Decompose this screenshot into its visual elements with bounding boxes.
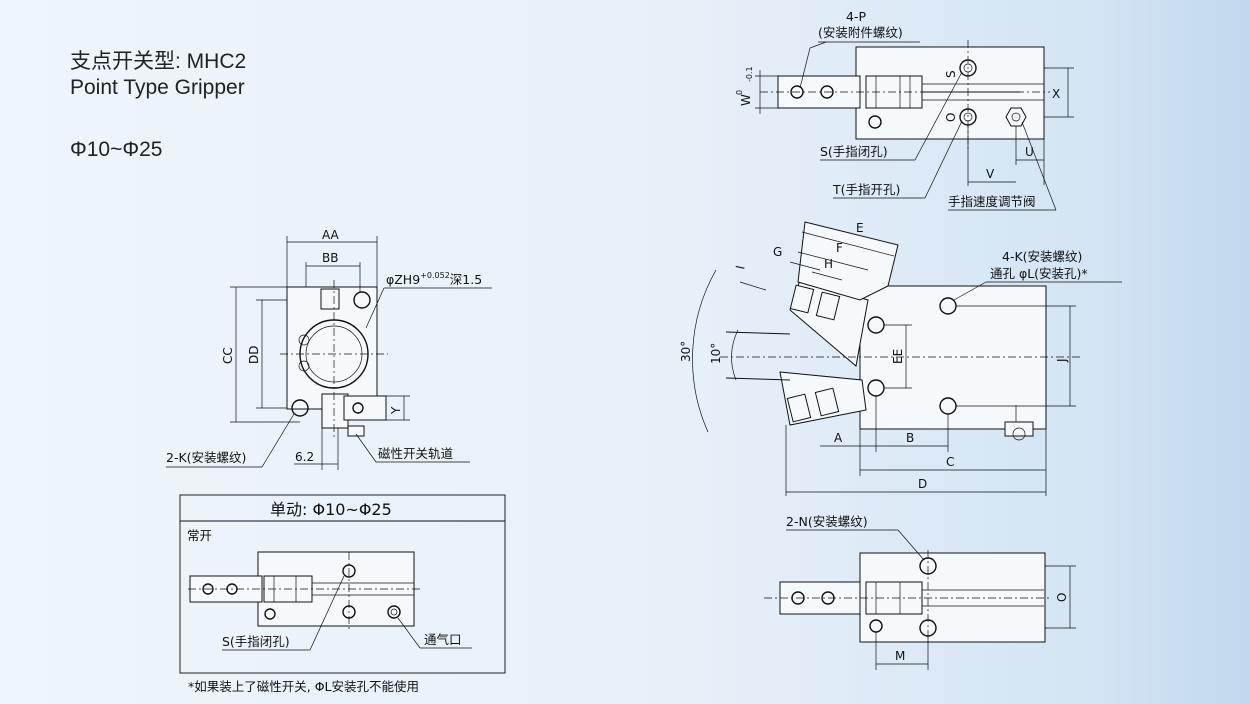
speed-valve-icon [1005,107,1027,127]
zh9-depth: 深1.5 [450,272,482,287]
single-acting-box: 单动: Φ10~Φ25 常开 S(手指闭孔) 通气口 *如果装上了磁性开关, Φ… [179,494,506,694]
label-vent: 通气口 [424,632,462,647]
dim-u: U [1025,145,1034,159]
label-4p: 4-P [846,9,866,24]
zh9-hole [353,291,371,309]
dim-m: M [895,649,905,663]
angle-10: 10° [709,343,723,364]
label-2n: 2-N(安装螺纹) [786,514,868,529]
dim-e: E [856,221,864,235]
label-through-hole: 通孔 φL(安装孔)* [990,266,1088,281]
vent-port [387,605,401,619]
angle-30: 30° [679,341,693,362]
single-acting-frame [179,494,506,674]
dim-j: J [1055,358,1069,363]
dim-d: D [918,477,927,491]
side-view-body [859,285,1047,430]
dim-f: F [836,241,843,255]
dim-bb: BB [322,251,338,265]
product-title: 支点开关型: MHC2 [70,50,247,73]
zh9-callout: φZH9+0.052深1.5 [386,271,482,287]
mount-hole [868,115,882,129]
dim-6-2: 6.2 [295,450,314,464]
product-subtitle: Point Type Gripper [70,76,245,99]
label-4k: 4-K(安装螺纹) [1002,249,1082,264]
dim-c: C [946,455,954,469]
dim-ee: EE [891,349,905,364]
dim-dd: DD [247,346,261,364]
top-view: W 0 -0.1 S O X U V 4-P (安装附件螺纹) S(手指闭孔) … [735,9,1074,211]
label-t-open: T(手指开孔) [832,182,900,197]
label-switch-rail: 磁性开关轨道 [378,446,454,461]
dim-o: O [944,113,958,122]
dim-cc: CC [221,347,235,364]
2n-mount-hole [919,557,937,575]
dim-h: H [824,257,833,271]
dim-aa: AA [322,228,340,242]
dim-w-tol-upper: 0 [735,90,744,95]
zh9-prefix: φZH9 [386,272,420,287]
dim-o-bottom: O [1055,593,1069,602]
dim-v: V [986,167,995,181]
label-s-close: S(手指闭孔) [820,144,888,159]
footnote: *如果装上了磁性开关, ΦL安装孔不能使用 [188,679,419,694]
label-speed-valve: 手指速度调节阀 [948,194,1036,209]
dim-w-tol-lower: -0.1 [745,66,754,82]
upper-finger-outline [797,221,899,301]
single-acting-title: 单动: Φ10~Φ25 [270,500,392,519]
dim-a: A [834,431,843,445]
dim-g: G [773,245,782,259]
dim-s: S [944,70,958,78]
dim-w: W [739,94,753,106]
bottom-view: 2-N(安装螺纹) O M [764,514,1076,670]
single-acting-mode: 常开 [187,528,212,543]
dim-x: X [1052,87,1060,101]
dim-y: Y [389,406,403,415]
label-4p-note: (安装附件螺纹) [818,25,903,40]
dim-i: I [733,264,747,270]
size-range: Φ10~Φ25 [70,138,163,161]
side-view: 30° 10° E F G H I EE J A B C D [679,221,1122,496]
single-label-s-close: S(手指闭孔) [222,634,290,649]
end-view: AA BB CC DD Y 6.2 φZH9+0.052深1.5 2-K(安装螺… [166,228,492,470]
2k-mount-hole [291,399,309,417]
zh9-tolerance: +0.052 [420,271,450,280]
finger-mount-hole [820,85,834,99]
dim-b: B [906,431,914,445]
finger-mount-hole [790,85,804,99]
port-s [959,59,977,77]
label-2k: 2-K(安装螺纹) [166,450,246,465]
